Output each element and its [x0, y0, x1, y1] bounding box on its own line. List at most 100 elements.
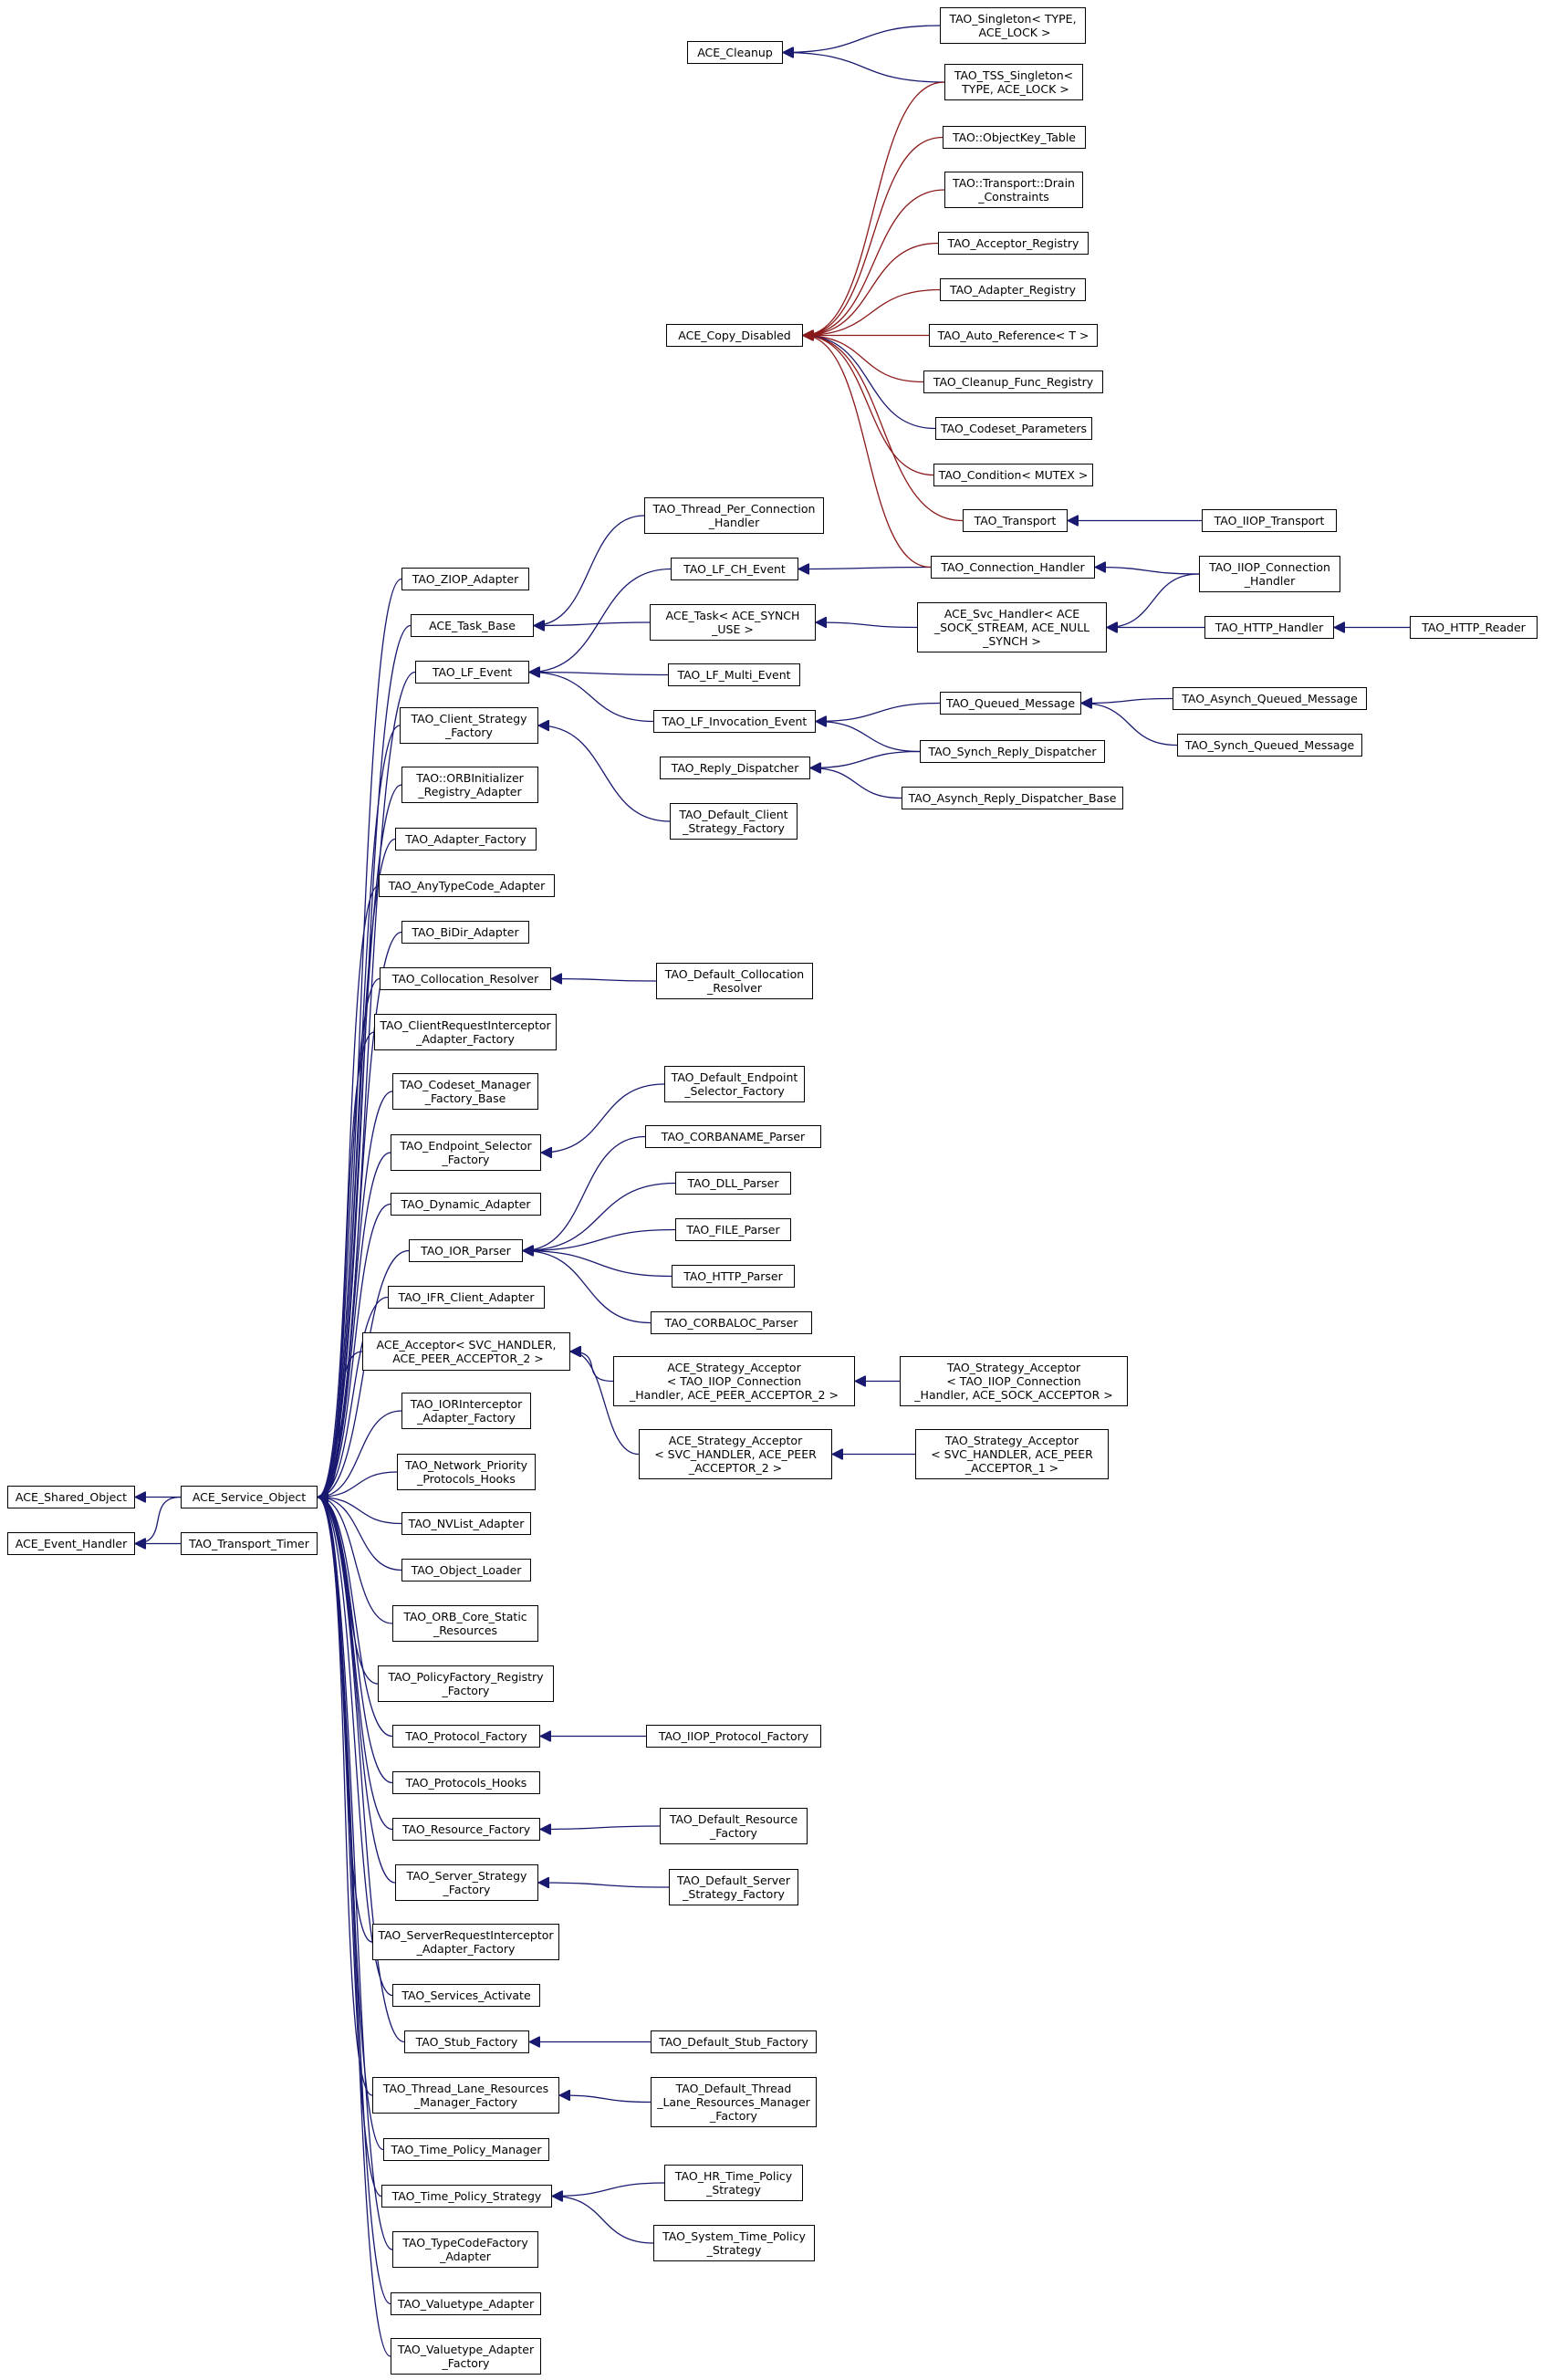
node-ace-svc-handler[interactable]: ACE_Svc_Handler< ACE _SOCK_STREAM, ACE_N…	[917, 602, 1107, 652]
node-tao-services-activate[interactable]: TAO_Services_Activate	[392, 1984, 540, 2007]
node-ace-shared-object[interactable]: ACE_Shared_Object	[7, 1486, 135, 1508]
node-tao-dll-parser[interactable]: TAO_DLL_Parser	[675, 1172, 791, 1195]
node-tao-codeset-parameters[interactable]: TAO_Codeset_Parameters	[935, 417, 1092, 440]
node-tao-anytypecode-adapter[interactable]: TAO_AnyTypeCode_Adapter	[379, 874, 555, 897]
node-tao-ifr-client-adapter[interactable]: TAO_IFR_Client_Adapter	[388, 1286, 545, 1309]
node-tao-bidir-adapter[interactable]: TAO_BiDir_Adapter	[401, 921, 529, 944]
node-tao-acceptor-registry[interactable]: TAO_Acceptor_Registry	[938, 232, 1089, 255]
edge-ace_svc_handler-to-ace_task	[816, 622, 918, 629]
node-tao-time-policy-strategy[interactable]: TAO_Time_Policy_Strategy	[381, 2185, 552, 2208]
node-tao-default-resource-factory[interactable]: TAO_Default_Resource _Factory	[660, 1808, 808, 1844]
edge-tao_http_parser-to-tao_ior_parser	[523, 1251, 672, 1278]
node-ace-service-object[interactable]: ACE_Service_Object	[181, 1486, 318, 1508]
node-tao-protocol-factory[interactable]: TAO_Protocol_Factory	[392, 1725, 540, 1748]
node-tao-tss-singleton[interactable]: TAO_TSS_Singleton< TYPE, ACE_LOCK >	[944, 64, 1083, 100]
node-tao-lf-invocation-event[interactable]: TAO_LF_Invocation_Event	[653, 710, 816, 733]
node-tao-strategy-acceptor-iiop-sock[interactable]: TAO_Strategy_Acceptor < TAO_IIOP_Connect…	[900, 1356, 1128, 1406]
edge-tao_adapter_registry-to-ace_copy_disabled	[803, 288, 941, 336]
node-ace-task-base[interactable]: ACE_Task_Base	[411, 614, 534, 637]
node-tao-server-strategy-factory[interactable]: TAO_Server_Strategy _Factory	[395, 1864, 538, 1901]
node-tao-orbinitializer-registry-adapter[interactable]: TAO::ORBInitializer _Registry_Adapter	[401, 767, 538, 803]
node-tao-orb-core-static-resources[interactable]: TAO_ORB_Core_Static _Resources	[392, 1605, 538, 1642]
node-ace-copy-disabled[interactable]: ACE_Copy_Disabled	[666, 324, 803, 347]
node-tao-lf-ch-event[interactable]: TAO_LF_CH_Event	[671, 558, 798, 580]
node-tao-default-thread-lane-resources-manager-factory[interactable]: TAO_Default_Thread _Lane_Resources_Manag…	[651, 2077, 817, 2127]
node-tao-lf-event[interactable]: TAO_LF_Event	[415, 661, 529, 684]
node-tao-transport-timer[interactable]: TAO_Transport_Timer	[181, 1532, 318, 1555]
edge-tao_tss_singleton-to-ace_copy_disabled	[803, 81, 945, 336]
node-tao-adapter-factory[interactable]: TAO_Adapter_Factory	[395, 828, 537, 851]
node-ace-task[interactable]: ACE_Task< ACE_SYNCH _USE >	[650, 604, 816, 641]
node-tao-hr-time-policy-strategy[interactable]: TAO_HR_Time_Policy _Strategy	[664, 2165, 803, 2201]
node-tao-system-time-policy-strategy[interactable]: TAO_System_Time_Policy _Strategy	[653, 2225, 815, 2261]
node-tao-nvlist-adapter[interactable]: TAO_NVList_Adapter	[401, 1512, 531, 1535]
node-tao-asynch-reply-dispatcher-base[interactable]: TAO_Asynch_Reply_Dispatcher_Base	[902, 787, 1123, 809]
node-tao-default-stub-factory[interactable]: TAO_Default_Stub_Factory	[651, 2030, 817, 2053]
node-tao-valuetype-adapter-factory[interactable]: TAO_Valuetype_Adapter _Factory	[391, 2338, 541, 2375]
edge-ace_acceptor-to-ace_service_object	[317, 1351, 363, 1498]
node-tao-serverrequestinterceptor-adapter-factory[interactable]: TAO_ServerRequestInterceptor _Adapter_Fa…	[372, 1924, 559, 1960]
node-tao-objectkey-table[interactable]: TAO::ObjectKey_Table	[943, 126, 1086, 149]
node-tao-protocols-hooks[interactable]: TAO_Protocols_Hooks	[392, 1771, 540, 1794]
node-tao-client-strategy-factory[interactable]: TAO_Client_Strategy _Factory	[400, 707, 538, 744]
node-tao-singleton[interactable]: TAO_Singleton< TYPE, ACE_LOCK >	[940, 7, 1086, 44]
node-tao-thread-lane-resources-manager-factory[interactable]: TAO_Thread_Lane_Resources _Manager_Facto…	[372, 2077, 559, 2114]
node-tao-strategy-acceptor-svc[interactable]: TAO_Strategy_Acceptor < SVC_HANDLER, ACE…	[915, 1429, 1109, 1479]
node-ace-strategy-acceptor-svc[interactable]: ACE_Strategy_Acceptor < SVC_HANDLER, ACE…	[639, 1429, 832, 1479]
node-tao-auto-reference[interactable]: TAO_Auto_Reference< T >	[929, 324, 1098, 347]
node-tao-http-reader[interactable]: TAO_HTTP_Reader	[1410, 616, 1538, 639]
node-tao-cleanup-func-registry[interactable]: TAO_Cleanup_Func_Registry	[923, 371, 1103, 393]
node-tao-endpoint-selector-factory[interactable]: TAO_Endpoint_Selector _Factory	[391, 1134, 541, 1171]
node-tao-synch-reply-dispatcher[interactable]: TAO_Synch_Reply_Dispatcher	[920, 740, 1105, 763]
node-tao-iiop-connection-handler[interactable]: TAO_IIOP_Connection _Handler	[1199, 556, 1340, 592]
edge-tao_server_strategy_factory-to-ace_service_object	[317, 1498, 396, 1884]
node-tao-iiop-transport[interactable]: TAO_IIOP_Transport	[1202, 509, 1337, 532]
node-tao-connection-handler[interactable]: TAO_Connection_Handler	[931, 556, 1095, 579]
node-tao-http-parser[interactable]: TAO_HTTP_Parser	[672, 1265, 795, 1288]
node-tao-synch-queued-message[interactable]: TAO_Synch_Queued_Message	[1177, 734, 1362, 757]
node-tao-file-parser[interactable]: TAO_FILE_Parser	[675, 1218, 791, 1241]
node-tao-codeset-manager-factory-base[interactable]: TAO_Codeset_Manager _Factory_Base	[392, 1073, 538, 1110]
node-tao-clientrequestinterceptor-adapter-factory[interactable]: TAO_ClientRequestInterceptor _Adapter_Fa…	[374, 1014, 557, 1050]
node-ace-cleanup[interactable]: ACE_Cleanup	[687, 41, 783, 64]
node-tao-network-priority-protocols-hooks[interactable]: TAO_Network_Priority _Protocols_Hooks	[397, 1454, 536, 1490]
edge-tao_default_server_strategy_factory-to-tao_server_strategy_factory	[538, 1883, 670, 1887]
node-tao-lf-multi-event[interactable]: TAO_LF_Multi_Event	[668, 663, 800, 686]
node-tao-default-client-strategy-factory[interactable]: TAO_Default_Client _Strategy_Factory	[670, 803, 798, 840]
node-tao-valuetype-adapter[interactable]: TAO_Valuetype_Adapter	[391, 2292, 541, 2315]
node-tao-condition[interactable]: TAO_Condition< MUTEX >	[933, 464, 1093, 486]
node-tao-stub-factory[interactable]: TAO_Stub_Factory	[404, 2030, 529, 2053]
node-tao-transport[interactable]: TAO_Transport	[963, 509, 1068, 532]
node-tao-corbaname-parser[interactable]: TAO_CORBANAME_Parser	[645, 1125, 821, 1148]
node-tao-ior-parser[interactable]: TAO_IOR_Parser	[409, 1239, 523, 1262]
node-ace-strategy-acceptor-iiop[interactable]: ACE_Strategy_Acceptor < TAO_IIOP_Connect…	[613, 1356, 855, 1406]
node-tao-http-handler[interactable]: TAO_HTTP_Handler	[1204, 616, 1334, 639]
node-tao-default-server-strategy-factory[interactable]: TAO_Default_Server _Strategy_Factory	[669, 1869, 798, 1905]
node-tao-reply-dispatcher[interactable]: TAO_Reply_Dispatcher	[660, 757, 810, 779]
node-tao-adapter-registry[interactable]: TAO_Adapter_Registry	[940, 278, 1086, 301]
node-tao-iiop-protocol-factory[interactable]: TAO_IIOP_Protocol_Factory	[646, 1725, 821, 1748]
node-tao-collocation-resolver[interactable]: TAO_Collocation_Resolver	[380, 967, 551, 990]
node-ace-event-handler[interactable]: ACE_Event_Handler	[7, 1532, 135, 1555]
node-tao-ziop-adapter[interactable]: TAO_ZIOP_Adapter	[401, 568, 529, 590]
edge-tao_dll_parser-to-tao_ior_parser	[523, 1182, 676, 1251]
node-tao-iorinterceptor-adapter-factory[interactable]: TAO_IORInterceptor _Adapter_Factory	[401, 1393, 531, 1429]
node-tao-default-collocation-resolver[interactable]: TAO_Default_Collocation _Resolver	[656, 963, 813, 999]
node-tao-default-endpoint-selector-factory[interactable]: TAO_Default_Endpoint _Selector_Factory	[664, 1066, 805, 1102]
edge-tao_thread_per_connection_handler-to-ace_task_base	[534, 515, 645, 626]
node-tao-policyfactory-registry-factory[interactable]: TAO_PolicyFactory_Registry _Factory	[378, 1665, 554, 1702]
edge-tao_lf_ch_event-to-tao_lf_event	[529, 568, 672, 673]
node-ace-acceptor[interactable]: ACE_Acceptor< SVC_HANDLER, ACE_PEER_ACCE…	[362, 1332, 570, 1371]
node-tao-time-policy-manager[interactable]: TAO_Time_Policy_Manager	[383, 2138, 549, 2161]
node-tao-typecodefactory-adapter[interactable]: TAO_TypeCodeFactory _Adapter	[392, 2231, 538, 2268]
node-tao-object-loader[interactable]: TAO_Object_Loader	[401, 1559, 531, 1581]
node-tao-asynch-queued-message[interactable]: TAO_Asynch_Queued_Message	[1173, 687, 1367, 710]
node-tao-thread-per-connection-handler[interactable]: TAO_Thread_Per_Connection _Handler	[644, 497, 824, 534]
edge-tao_corbaname_parser-to-tao_ior_parser	[523, 1135, 646, 1251]
edge-tao_transport-to-ace_copy_disabled	[803, 336, 964, 522]
node-tao-corbaloc-parser[interactable]: TAO_CORBALOC_Parser	[651, 1311, 812, 1334]
node-tao-dynamic-adapter[interactable]: TAO_Dynamic_Adapter	[391, 1193, 541, 1216]
node-tao-transport-drain-constraints[interactable]: TAO::Transport::Drain _Constraints	[944, 172, 1083, 208]
node-tao-queued-message[interactable]: TAO_Queued_Message	[940, 692, 1081, 715]
node-tao-resource-factory[interactable]: TAO_Resource_Factory	[392, 1818, 540, 1841]
